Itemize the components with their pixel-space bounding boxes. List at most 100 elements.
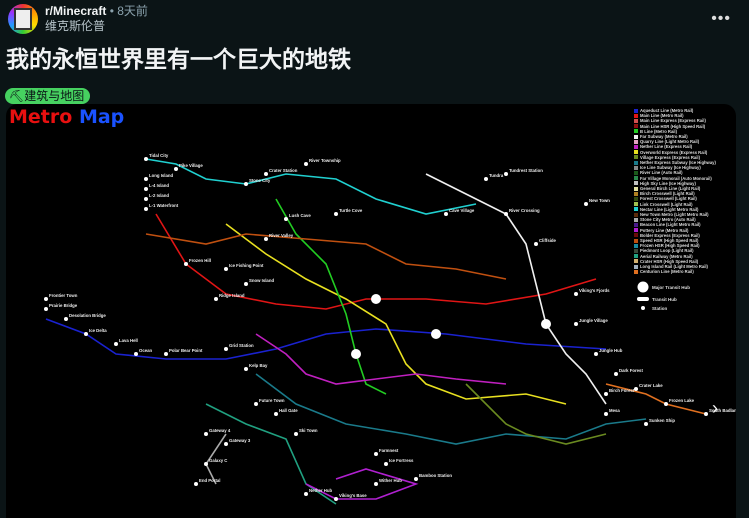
station-dot bbox=[244, 282, 248, 286]
station-dot bbox=[414, 477, 418, 481]
line-nether bbox=[255, 333, 507, 385]
station-dot bbox=[254, 402, 258, 406]
line-aerial bbox=[205, 403, 337, 505]
station-dot bbox=[634, 387, 638, 391]
station-label: Kelp Bay bbox=[249, 363, 268, 368]
post-title[interactable]: 我的永恒世界里有一个巨大的地铁 bbox=[6, 46, 351, 72]
legend-item: Long Island Rail (Light Metro Rail) bbox=[634, 264, 716, 269]
station-dot bbox=[304, 492, 308, 496]
station-label: Lush Cave bbox=[289, 213, 311, 218]
legend-item: Speed HSR (High Speed Rail) bbox=[634, 238, 716, 243]
legend-item: Far Village Monorail (Auto Monorail) bbox=[634, 176, 716, 181]
station-label: L-2 Island bbox=[149, 193, 169, 198]
station-dot bbox=[134, 352, 138, 356]
station-dot bbox=[44, 307, 48, 311]
line-speed bbox=[145, 233, 507, 280]
station-dot bbox=[374, 482, 378, 486]
more-icon[interactable]: ••• bbox=[711, 10, 731, 27]
station-label: Tundra bbox=[489, 173, 504, 178]
station-dot bbox=[244, 367, 248, 371]
hub-legend: Major Transit Hub Transit Hub Station bbox=[636, 281, 690, 314]
legend-item: B Line (Metro Rail) bbox=[634, 129, 716, 134]
station-dot bbox=[184, 262, 188, 266]
station-label: Jungle Village bbox=[579, 318, 608, 323]
station-dot bbox=[484, 177, 488, 181]
station-dot bbox=[264, 237, 268, 241]
author-link[interactable]: 维克斯伦普 bbox=[45, 19, 106, 33]
station-label: Gateway 4 bbox=[209, 428, 231, 433]
station-label: Farmnest bbox=[379, 448, 399, 453]
map-logo: Metro Map bbox=[9, 106, 125, 128]
station-dot bbox=[334, 497, 338, 501]
line-village bbox=[465, 383, 607, 445]
station-dot bbox=[144, 177, 148, 181]
station-label: Ocean bbox=[139, 348, 153, 353]
station-dot bbox=[584, 202, 588, 206]
station-label: Ice Delta bbox=[89, 328, 107, 333]
station-dot bbox=[204, 462, 208, 466]
legend-item: Beacon Line (Light Metro Rail) bbox=[634, 222, 716, 227]
legend-item: General Birch Line (Light Rail) bbox=[634, 186, 716, 191]
legend-item: Frozen HSR (High Speed Rail) bbox=[634, 243, 716, 248]
major-hub-marker bbox=[431, 329, 441, 339]
station-dot bbox=[334, 212, 338, 216]
station-label: South Badlands bbox=[709, 408, 736, 413]
station-label: Tidal City bbox=[149, 153, 169, 158]
station-label: Future Town bbox=[259, 398, 285, 403]
line-aqueduct bbox=[45, 318, 607, 360]
station-dot bbox=[384, 462, 388, 466]
station-label: Tundrest Station bbox=[509, 168, 543, 173]
line-centurion bbox=[605, 383, 707, 415]
post-time: 8天前 bbox=[117, 4, 148, 18]
station-label: Crater Station bbox=[269, 168, 298, 173]
legend-item: Stone City Metro (Auto Rail) bbox=[634, 217, 716, 222]
station-label: L-1 Waterfront bbox=[149, 203, 179, 208]
station-label: Cave Village bbox=[449, 208, 475, 213]
station-label: Jungle Hub bbox=[599, 348, 623, 353]
station-label: Ice Fishing Point bbox=[229, 263, 264, 268]
legend-item: New Town Metro (Light Metro Rail) bbox=[634, 212, 716, 217]
station-label: Bamboo Station bbox=[419, 473, 452, 478]
station-dot bbox=[144, 157, 148, 161]
station-label: River Crossing bbox=[509, 208, 540, 213]
station-dot bbox=[194, 482, 198, 486]
station-label: Viking's Base bbox=[339, 493, 367, 498]
line-main bbox=[155, 213, 597, 310]
legend-item: Forest Crosswell (Light Rail) bbox=[634, 196, 716, 201]
station-label: Lava Hell bbox=[119, 338, 138, 343]
station-dot bbox=[504, 212, 508, 216]
next-image-arrow[interactable]: › bbox=[712, 398, 718, 418]
major-hub-marker bbox=[351, 349, 361, 359]
station-dot bbox=[144, 197, 148, 201]
station-label: Gateway 3 bbox=[229, 438, 251, 443]
post-flair[interactable]: ⛏建筑与地图 bbox=[5, 88, 91, 104]
legend-item: Quarry Line (Light Metro Rail) bbox=[634, 139, 716, 144]
station-label: End Portal bbox=[199, 478, 221, 483]
subreddit-link[interactable]: r/Minecraft bbox=[45, 4, 107, 18]
station-dot bbox=[84, 332, 88, 336]
station-dot bbox=[504, 172, 508, 176]
station-label: Grid Station bbox=[229, 343, 254, 348]
subreddit-avatar[interactable] bbox=[8, 4, 38, 34]
legend-item: High Sky Line (Ice Highway) bbox=[634, 181, 716, 186]
station-dot bbox=[574, 322, 578, 326]
station-dot bbox=[574, 292, 578, 296]
station-dot bbox=[374, 452, 378, 456]
station-label: Desolation Bridge bbox=[69, 313, 106, 318]
station-dot bbox=[204, 432, 208, 436]
station-dot bbox=[224, 442, 228, 446]
station-label: Frozen Lake bbox=[669, 398, 695, 403]
legend-item: Birch Crosswell (Light Rail) bbox=[634, 191, 716, 196]
map-legend: Aqueduct Line (Metro Rail)Main Line (Met… bbox=[634, 108, 716, 275]
legend-item: Nether Line (Express Rail) bbox=[634, 144, 716, 149]
station-label: Frozen Hill bbox=[189, 258, 211, 263]
station-label: Birch Forest bbox=[609, 388, 635, 393]
station-label: Hall Gate bbox=[279, 408, 298, 413]
station-label: New Town bbox=[589, 198, 610, 203]
station-label: Ice Fortress bbox=[389, 458, 414, 463]
station-dot bbox=[274, 412, 278, 416]
station-label: Galaxy C bbox=[209, 458, 227, 463]
station-dot bbox=[224, 347, 228, 351]
